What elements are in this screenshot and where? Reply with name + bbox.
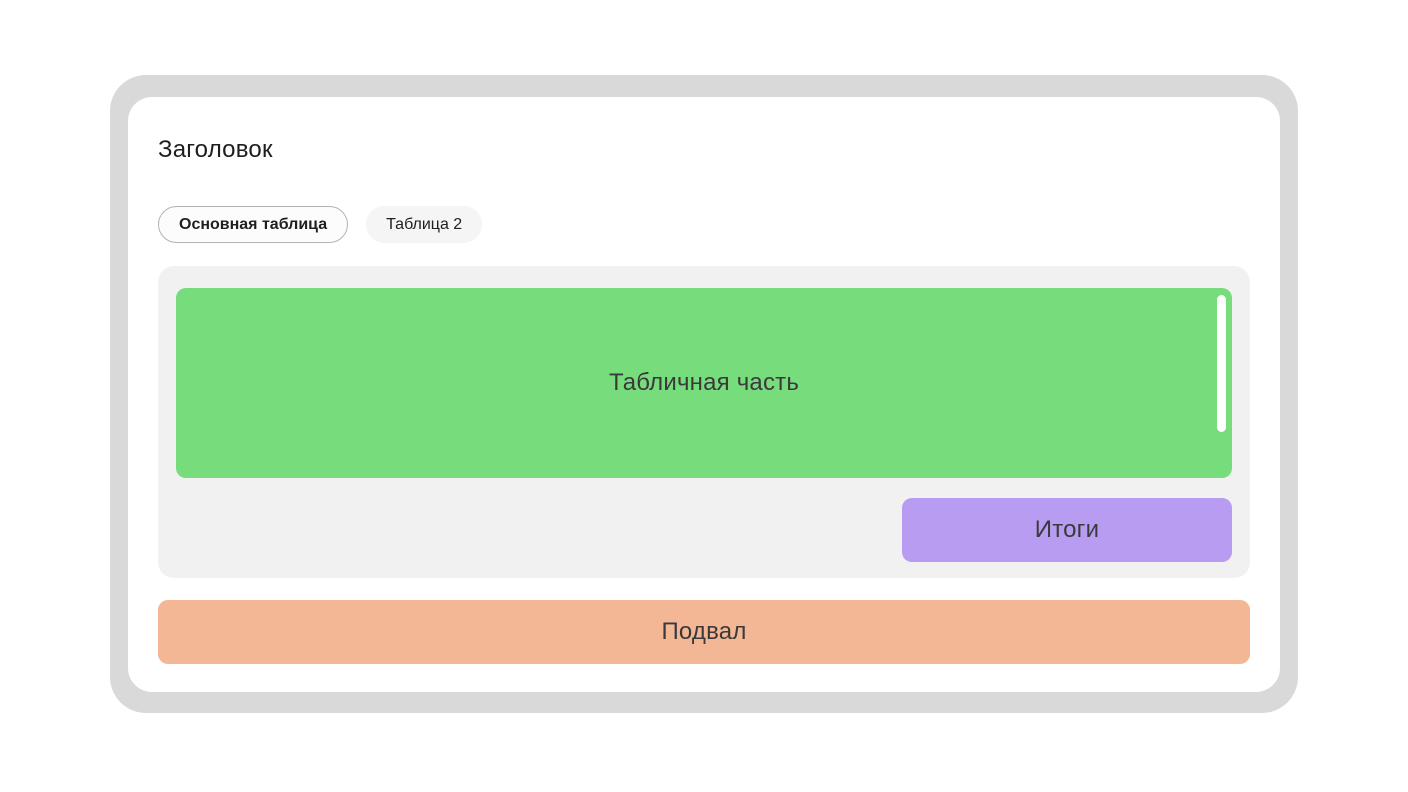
- page-title: Заголовок: [158, 136, 273, 163]
- table-section-container: Табличная часть Итоги: [158, 266, 1250, 578]
- footer-label: Подвал: [661, 618, 747, 645]
- table-part-region: Табличная часть: [176, 288, 1232, 478]
- totals-label: Итоги: [1034, 516, 1100, 543]
- table-part-label: Табличная часть: [608, 369, 800, 396]
- tab-main-table[interactable]: Основная таблица: [158, 206, 349, 243]
- vertical-scrollbar-thumb[interactable]: [1217, 295, 1226, 432]
- totals-region: Итоги: [902, 498, 1232, 562]
- footer-region: Подвал: [158, 600, 1250, 664]
- tab-table-2[interactable]: Таблица 2: [366, 206, 483, 243]
- window-frame: Заголовок Основная таблица Таблица 2 Таб…: [110, 75, 1298, 713]
- tab-bar: Основная таблица Таблица 2: [158, 206, 483, 243]
- form-panel: Заголовок Основная таблица Таблица 2 Таб…: [128, 97, 1280, 692]
